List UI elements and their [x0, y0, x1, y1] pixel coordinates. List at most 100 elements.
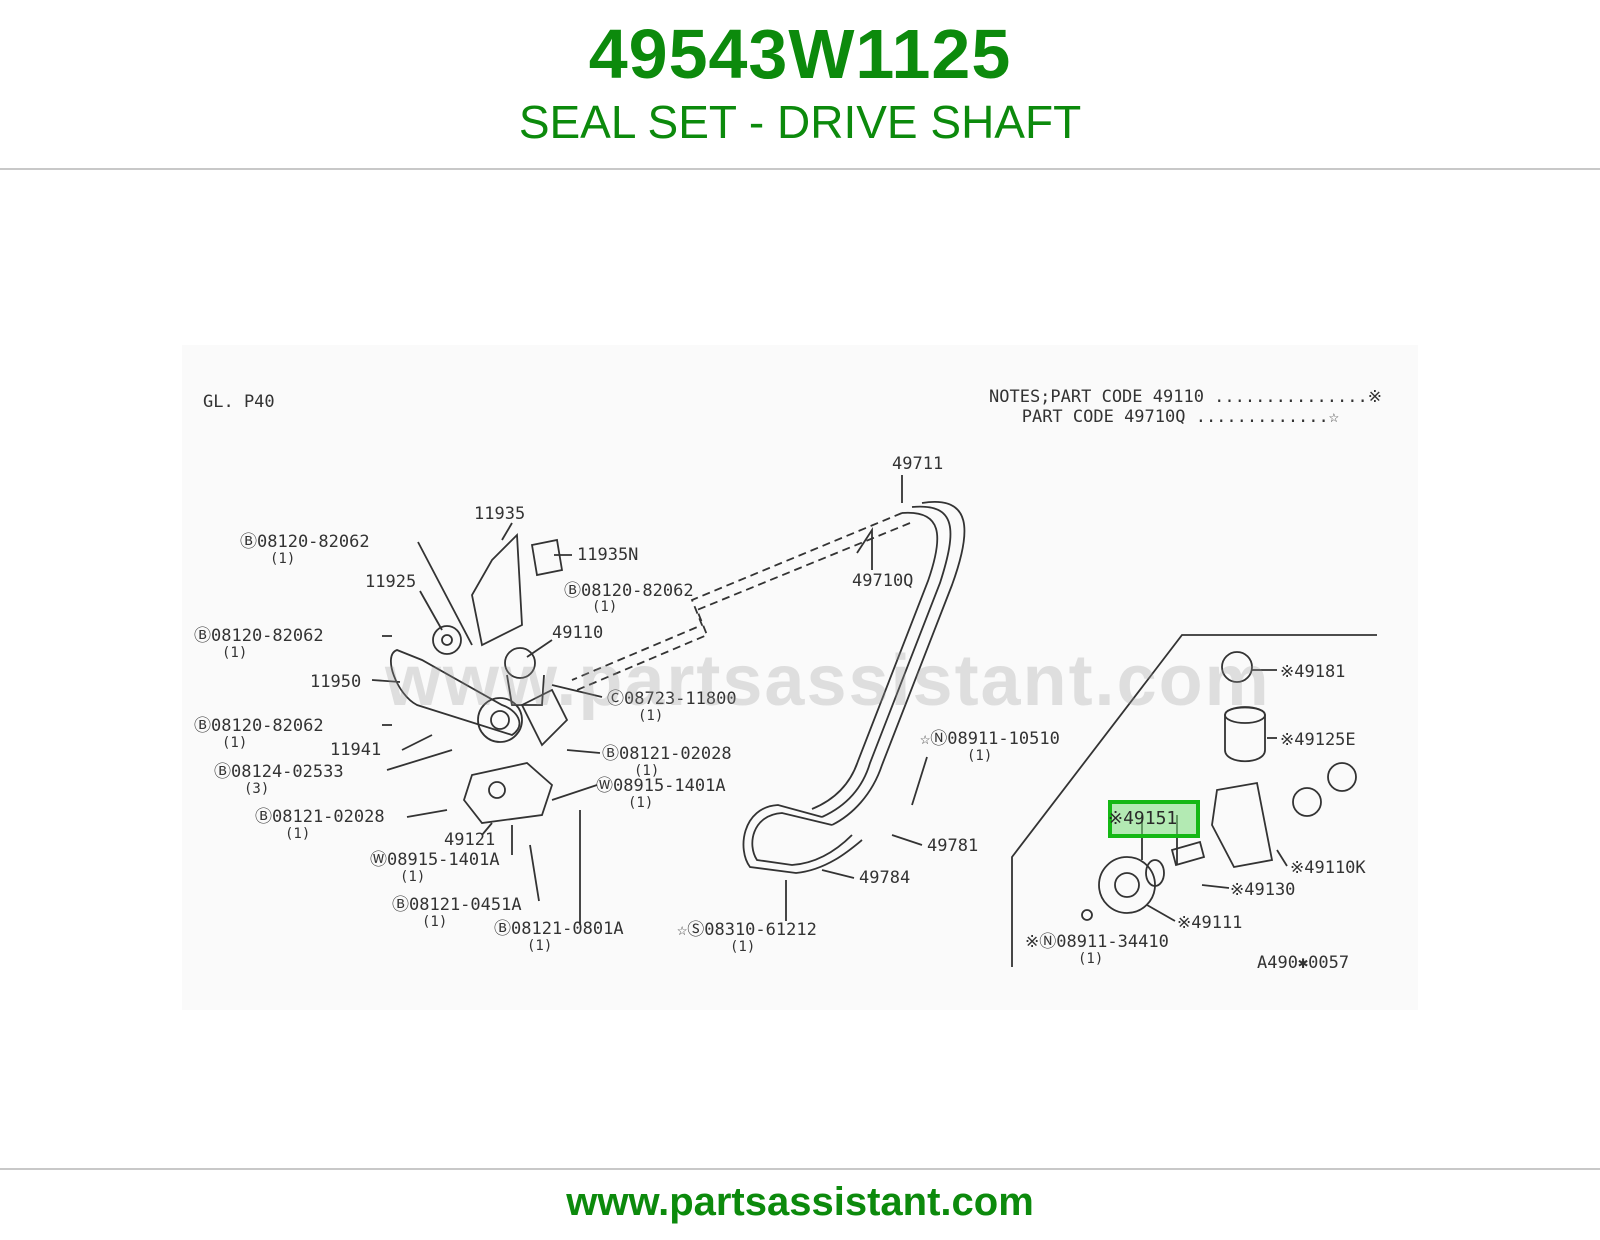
inset-boundary — [1011, 634, 1377, 967]
qty-08915-1401a-b: (1) — [400, 869, 426, 885]
leader-08911-10510 — [911, 756, 928, 806]
leader-49784 — [821, 869, 855, 879]
qty-08911-10510: (1) — [967, 748, 993, 764]
seal-49151 — [1145, 859, 1165, 887]
label-49130: ※49130 — [1230, 880, 1296, 900]
footer-divider — [0, 1168, 1600, 1170]
leader-11935 — [501, 522, 513, 541]
label-08120-82062-c: Ⓑ08120-82062 — [194, 626, 324, 646]
qty-08120-82062-c: (1) — [222, 645, 248, 661]
reservoir-cap — [504, 647, 536, 679]
leader-08121-a — [566, 749, 601, 754]
nut-08911-34410 — [1081, 909, 1093, 921]
hose-49711-b — [821, 505, 952, 818]
leader-11925 — [419, 590, 443, 631]
label-08915-1401a-b: Ⓦ08915-1401A — [370, 850, 500, 870]
label-08911-10510: ☆Ⓝ08911-10510 — [920, 729, 1060, 749]
leader-49110k — [1276, 849, 1288, 867]
leader-49710q — [856, 526, 873, 570]
label-49711: 49711 — [892, 454, 944, 474]
watermark: www.partsassistant.com — [385, 641, 1271, 721]
qty-08120-82062-d: (1) — [222, 735, 248, 751]
leader-08124 — [386, 749, 453, 771]
pump-pulley — [477, 697, 523, 743]
qty-08121-02028-b: (1) — [285, 826, 311, 842]
leader-08120-a — [417, 541, 473, 646]
label-11935n: 11935N — [577, 545, 639, 565]
label-08124-02533: Ⓑ08124-02533 — [214, 762, 344, 782]
qty-08121-0801a: (1) — [527, 938, 553, 954]
label-08723-11800: Ⓒ08723-11800 — [607, 689, 737, 709]
loop-gear-a — [751, 812, 853, 866]
label-49110: 49110 — [552, 623, 604, 643]
highlighted-part-label: ※49151 — [1108, 808, 1178, 829]
leader-08723 — [551, 684, 603, 698]
label-08121-0801a: Ⓑ08121-0801A — [494, 919, 624, 939]
leader-08121-b — [406, 809, 448, 818]
leader-49111 — [1146, 904, 1176, 922]
pump-body-49110k — [1211, 781, 1274, 869]
label-08310-61212: ☆Ⓢ08310-61212 — [677, 920, 817, 940]
diagram-background — [182, 345, 1418, 1010]
pulley-49111 — [1098, 856, 1156, 914]
qty-08310-61212: (1) — [730, 939, 756, 955]
parts-diagram: GL. P40 NOTES;PART CODE 49110 ..........… — [182, 345, 1418, 1010]
qty-08120-82062-b: (1) — [592, 599, 618, 615]
qty-08915-1401a-a: (1) — [628, 795, 654, 811]
label-08120-82062-d: Ⓑ08120-82062 — [194, 716, 324, 736]
reservoir — [506, 674, 545, 706]
loop-gear-b — [742, 804, 863, 874]
label-49181: ※49181 — [1280, 662, 1346, 682]
label-49781: 49781 — [927, 836, 979, 856]
label-11935: 11935 — [474, 504, 526, 524]
diagram-drawing — [182, 345, 1418, 1010]
label-49121: 49121 — [444, 830, 496, 850]
bracket-11935 — [471, 532, 523, 647]
oring-49110k — [1292, 787, 1322, 817]
label-08121-02028-b: Ⓑ08121-02028 — [255, 807, 385, 827]
bracket-49121 — [462, 762, 554, 824]
highlighted-part-box[interactable]: ※49151 — [1108, 800, 1200, 838]
note-line-2: PART CODE 49710Q .............☆ — [1021, 407, 1339, 427]
label-49784: 49784 — [859, 868, 911, 888]
label-11925: 11925 — [365, 572, 417, 592]
label-11950: 11950 — [310, 672, 362, 692]
tube-49710q-b — [576, 522, 911, 691]
part-number: 49543W1125 — [588, 15, 1012, 93]
part-name: SEAL SET - DRIVE SHAFT — [518, 96, 1082, 148]
hose-49711-c — [811, 511, 939, 810]
header: 49543W1125 SEAL SET - DRIVE SHAFT — [0, 0, 1600, 168]
leader-49121 — [481, 822, 493, 836]
label-49710q: 49710Q — [852, 571, 914, 591]
footer-url[interactable]: www.partsassistant.com — [566, 1180, 1034, 1224]
qty-08120-82062-a: (1) — [270, 551, 296, 567]
figure-code: A490✱0057 — [1257, 953, 1350, 973]
label-08911-34410: ※Ⓝ08911-34410 — [1025, 932, 1169, 952]
qty-08911-34410: (1) — [1078, 951, 1104, 967]
label-49125e: ※49125E — [1280, 730, 1356, 750]
cap-49181 — [1221, 651, 1253, 683]
label-08120-82062-a: Ⓑ08120-82062 — [240, 532, 370, 552]
label-49110k: ※49110K — [1290, 858, 1366, 878]
label-11941: 11941 — [330, 740, 382, 760]
leader-49130 — [1201, 884, 1230, 889]
label-08915-1401a-a: Ⓦ08915-1401A — [596, 776, 726, 796]
note-line-1: NOTES;PART CODE 49110 ...............※ — [989, 387, 1382, 407]
qty-08723-11800: (1) — [638, 708, 664, 724]
leader-08915-a — [551, 784, 598, 801]
pump-body — [520, 688, 569, 747]
leader-11950 — [371, 679, 401, 683]
label-49111: ※49111 — [1177, 913, 1243, 933]
qty-08124-02533: (3) — [244, 781, 270, 797]
qty-08121-0451a: (1) — [422, 914, 448, 930]
leader-11941 — [401, 734, 433, 751]
hose-49711-a — [831, 501, 966, 826]
header-divider — [0, 168, 1600, 170]
leader-49781 — [891, 834, 923, 846]
label-08121-02028-a: Ⓑ08121-02028 — [602, 744, 732, 764]
shaft-49130 — [1170, 840, 1206, 867]
leader-0451a — [529, 844, 540, 902]
label-08120-82062-b: Ⓑ08120-82062 — [564, 581, 694, 601]
belt-11950 — [390, 649, 521, 736]
idler-11925 — [432, 625, 462, 655]
